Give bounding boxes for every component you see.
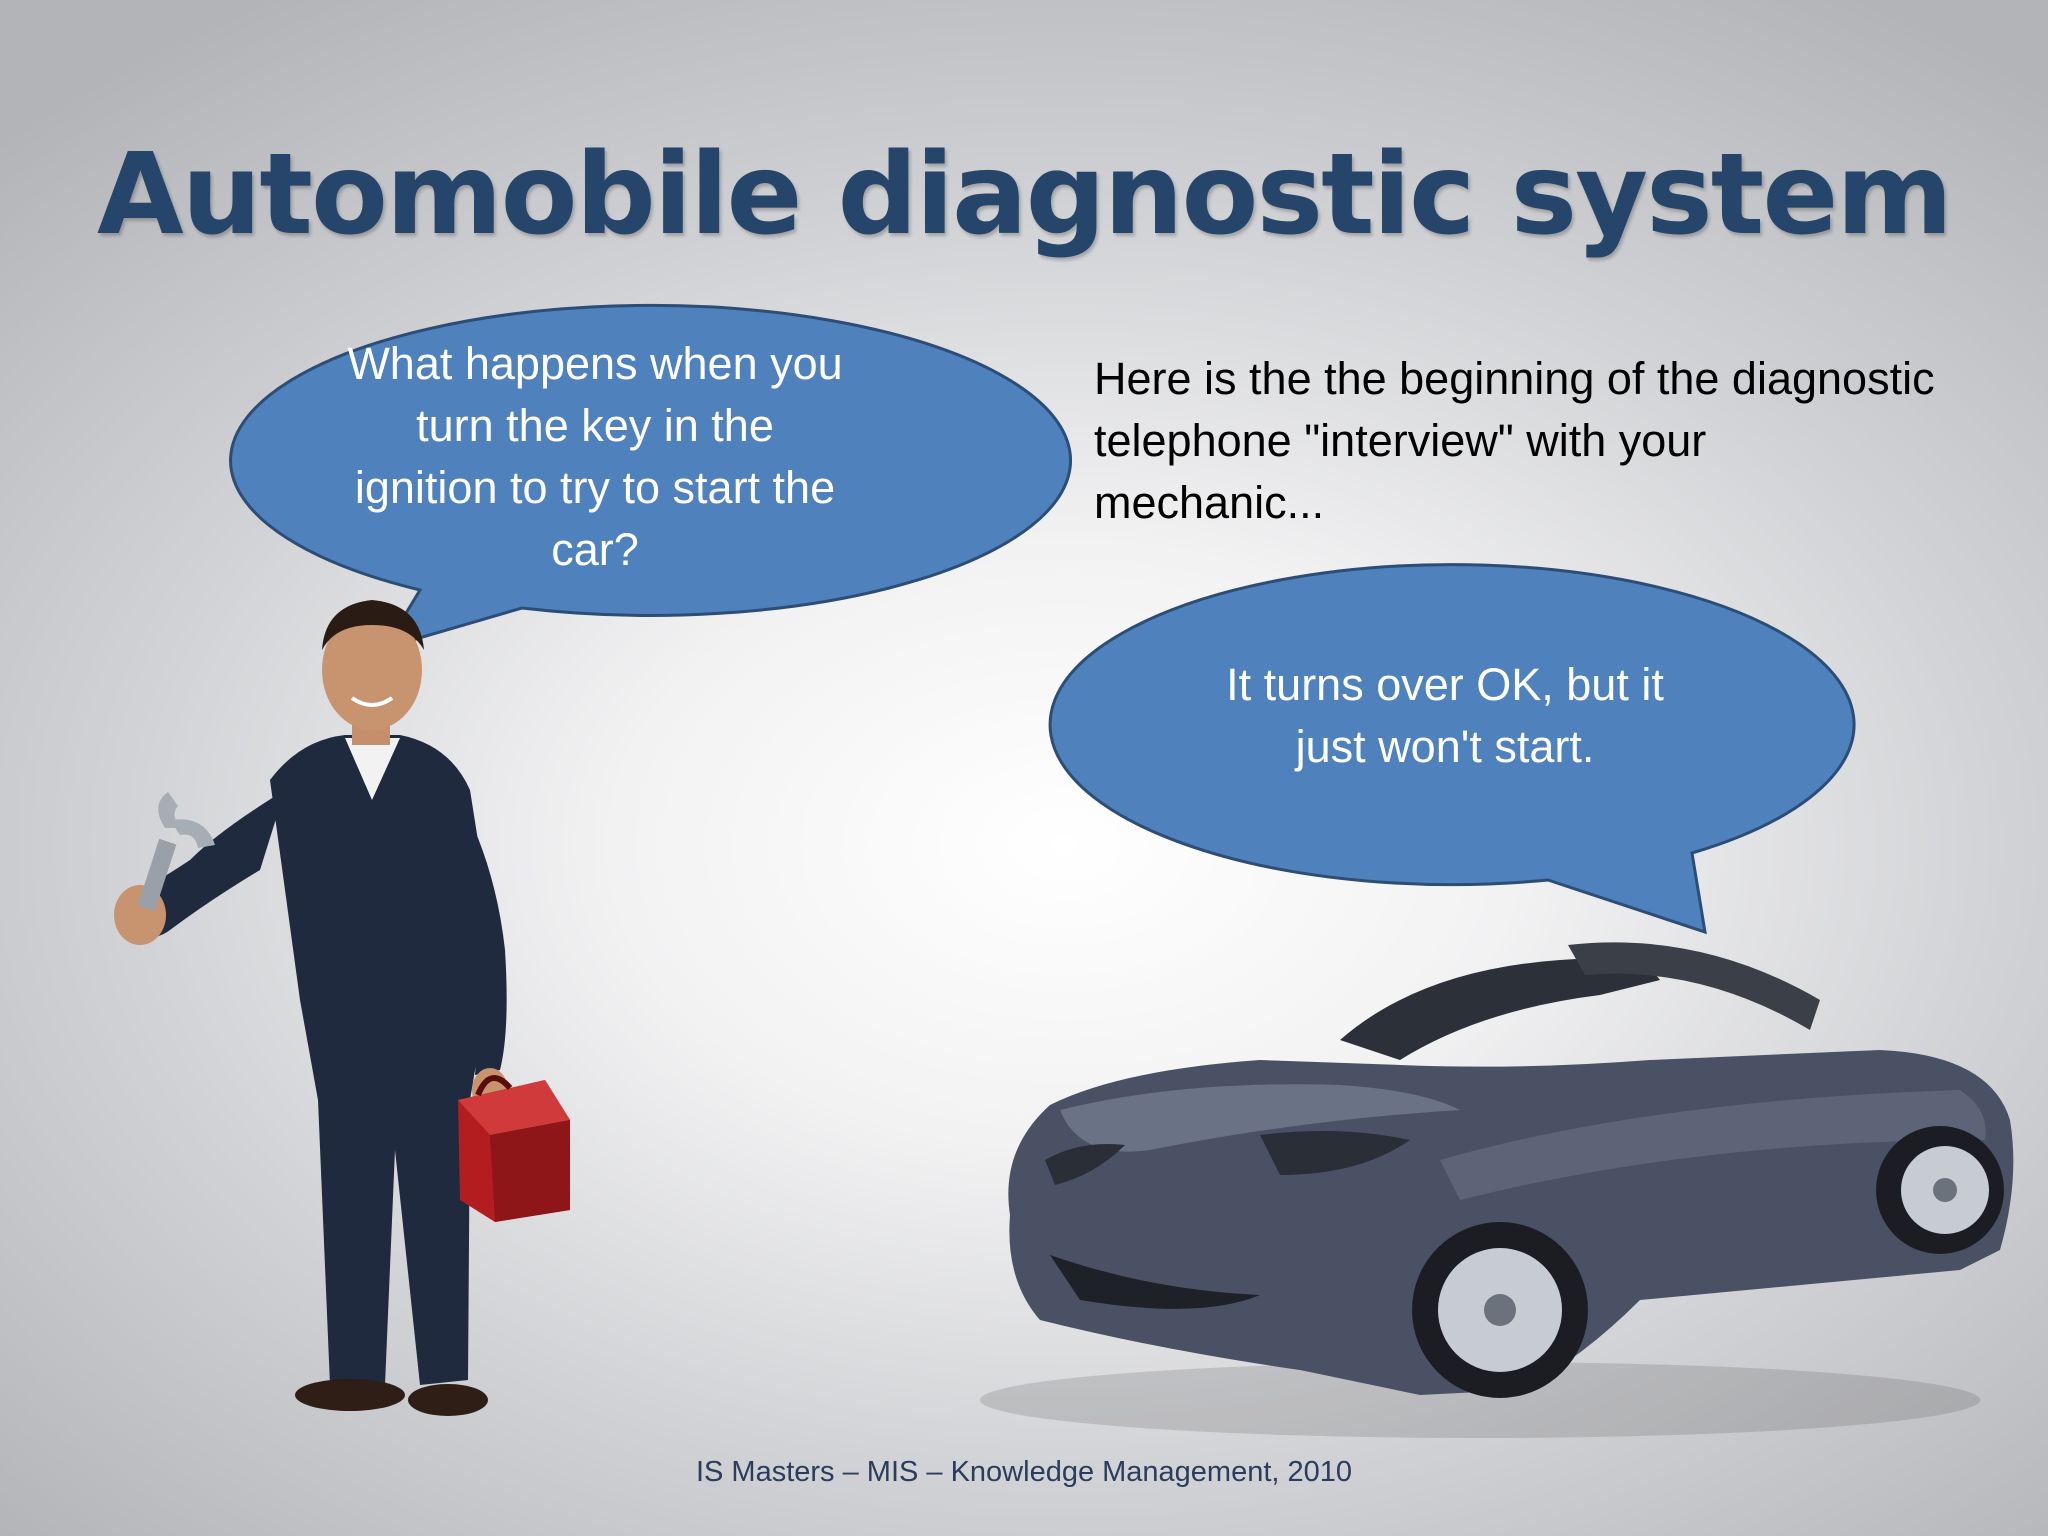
mechanic-speech-bubble xyxy=(229,303,1073,651)
mechanic-line-4: car? xyxy=(551,524,639,575)
mechanic-line-2: turn the key in the xyxy=(416,400,774,451)
driver-line-1: It turns over OK, but it xyxy=(1226,659,1664,710)
mechanic-line-3: ignition to try to start the xyxy=(354,462,836,513)
slide-title: Automobile diagnostic system xyxy=(97,130,1953,260)
driver-answer-text: It turns over OK, but it just won't star… xyxy=(1190,654,1700,778)
driver-speech-bubble xyxy=(1048,563,1856,935)
mechanic-line-1: What happens when you xyxy=(347,338,843,389)
intro-text: Here is the the beginning of the diagnos… xyxy=(1094,353,1935,528)
driver-line-2: just won't start. xyxy=(1295,721,1595,772)
footer-text: IS Masters – MIS – Knowledge Management,… xyxy=(695,1456,1353,1488)
toolbox-icon xyxy=(458,1075,570,1222)
mechanic-question-text: What happens when you turn the key in th… xyxy=(300,333,890,581)
wrench-icon xyxy=(137,792,215,912)
